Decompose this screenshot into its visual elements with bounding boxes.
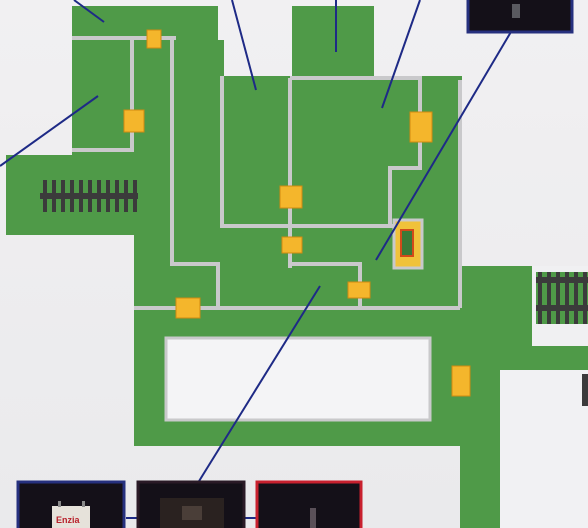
stairs-icon-east-lower[interactable] xyxy=(582,374,588,406)
southeast-void xyxy=(500,370,588,528)
door-marker[interactable] xyxy=(123,109,145,133)
thumbnail-top-right[interactable] xyxy=(466,0,574,34)
leader-lines xyxy=(0,0,519,519)
stairs-icon[interactable] xyxy=(40,180,138,212)
room-top-small xyxy=(292,6,374,78)
door-marker[interactable] xyxy=(409,111,433,143)
thumbnail-bottom-right[interactable] xyxy=(255,480,363,528)
door-marker[interactable] xyxy=(279,185,303,209)
save-point-marker[interactable] xyxy=(392,218,424,270)
door-marker[interactable] xyxy=(175,297,201,319)
corridor-central xyxy=(134,40,224,310)
courtyard-void xyxy=(164,336,432,422)
door-marker[interactable] xyxy=(347,281,371,299)
door-marker[interactable] xyxy=(146,29,162,49)
thumbnail-bottom-left[interactable]: Enzia xyxy=(16,480,126,528)
door-marker[interactable] xyxy=(451,365,471,397)
room-center-block xyxy=(220,76,462,312)
stairs-icon-east[interactable] xyxy=(536,272,588,324)
thumbnail-bottom-middle[interactable] xyxy=(136,480,246,528)
door-marker[interactable] xyxy=(281,236,303,254)
corridor-south xyxy=(462,440,502,528)
save-point-inner xyxy=(400,229,414,257)
thumbnail-caption: Enzia xyxy=(56,515,81,525)
doors xyxy=(123,29,471,397)
